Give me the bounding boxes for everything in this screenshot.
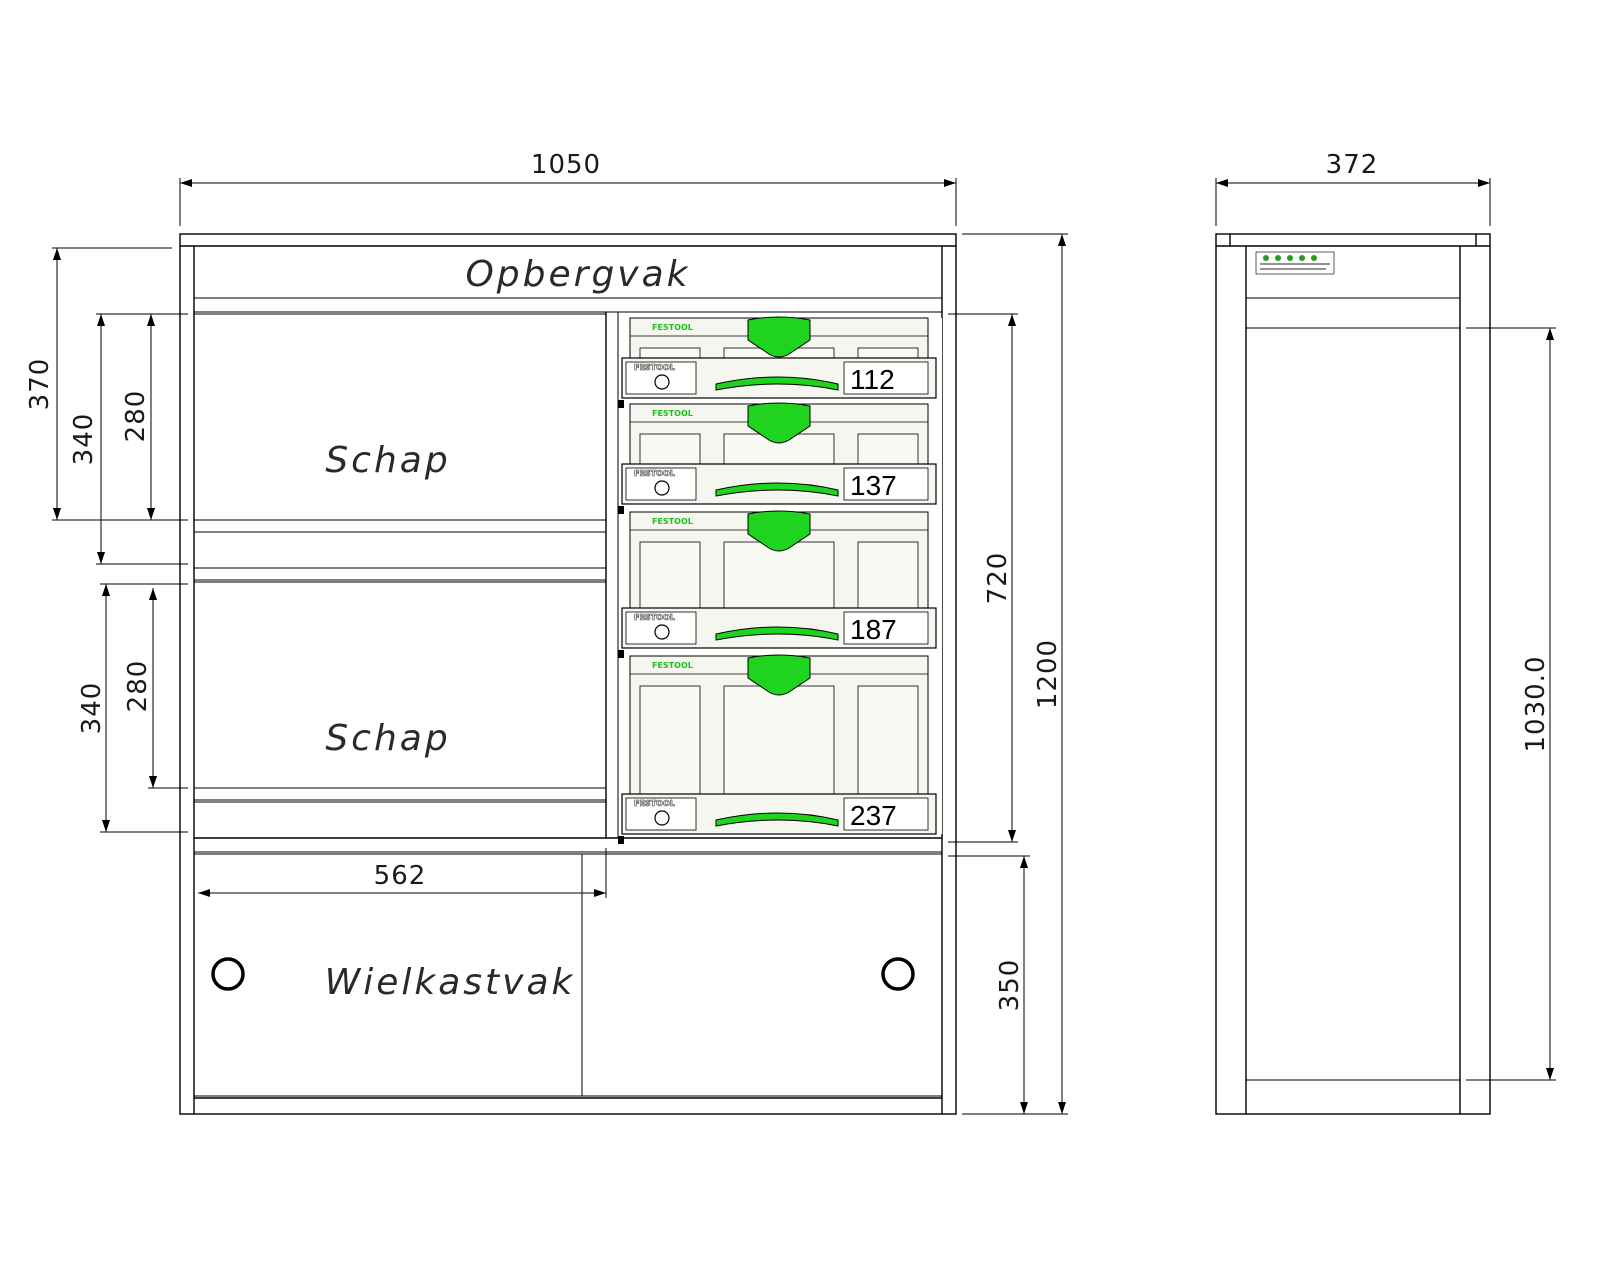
compartment-opbergvak bbox=[193, 245, 943, 299]
systainer-brand-top: FESTOOL bbox=[652, 323, 693, 332]
side-view: 372 1030.0 bbox=[1215, 150, 1556, 1115]
systainer-112: FESTOOL FESTOOL 112 bbox=[618, 316, 937, 408]
wheel-bolt-right bbox=[881, 957, 915, 991]
shelf-upper-board bbox=[193, 531, 607, 569]
front-view: Opbergvak Schap Schap Wielkastvak FESTOO… bbox=[179, 233, 957, 1115]
compartment-wielkastvak-right bbox=[581, 853, 943, 1097]
label-shelf-lower: Schap bbox=[325, 718, 450, 759]
side-outline bbox=[1215, 233, 1491, 1115]
label-wielkastvak: Wielkastvak bbox=[325, 962, 576, 1003]
systainer-size-label: 237 bbox=[850, 800, 897, 831]
systainer-brand-front: FESTOOL bbox=[634, 799, 675, 808]
front-dimensions: 1050 1200 720 350 370 340 280 340 bbox=[25, 150, 1068, 1115]
dim-inner-width: 562 bbox=[374, 861, 427, 891]
systainer-187: FESTOOL FESTOOL 187 bbox=[618, 510, 937, 658]
dim-depth: 372 bbox=[1326, 150, 1379, 180]
systainer-front-handle-icon bbox=[715, 482, 839, 497]
systainer-brand-top: FESTOOL bbox=[652, 661, 693, 670]
dim-wheel: 350 bbox=[995, 959, 1025, 1012]
systainer-handle-icon bbox=[747, 510, 811, 552]
side-top-compartment bbox=[1245, 245, 1461, 299]
dim-height: 1200 bbox=[1033, 639, 1063, 709]
shelf-upper bbox=[193, 313, 607, 521]
systainer-brand-top: FESTOOL bbox=[652, 517, 693, 526]
cabinet-outline bbox=[179, 233, 957, 1115]
shelf-lower-board bbox=[193, 801, 607, 839]
systainer-handle-icon bbox=[747, 654, 811, 696]
systainer-front-handle-icon bbox=[715, 376, 839, 391]
dim-left-340-lower: 340 bbox=[77, 682, 107, 735]
dim-left-280-lower: 280 bbox=[123, 660, 153, 713]
systainer-brand-top: FESTOOL bbox=[652, 409, 693, 418]
systainer-lock-icon bbox=[654, 624, 670, 640]
systainer-size-label: 112 bbox=[850, 364, 895, 395]
label-opbergvak: Opbergvak bbox=[465, 254, 690, 295]
systainer-brand-front: FESTOOL bbox=[634, 613, 675, 622]
systainer-front-handle-icon bbox=[715, 812, 839, 827]
systainer-lock-icon bbox=[654, 480, 670, 496]
side-inner-panel bbox=[1245, 327, 1461, 1081]
wheel-bolt-left bbox=[211, 957, 245, 991]
dim-left-280-upper: 280 bbox=[121, 390, 151, 443]
systainer-handle-icon bbox=[747, 402, 811, 444]
dim-inner-height: 1030.0 bbox=[1521, 656, 1551, 753]
dim-systainers: 720 bbox=[983, 552, 1013, 605]
systainer-137: FESTOOL FESTOOL 137 bbox=[618, 402, 937, 514]
label-shelf-upper: Schap bbox=[325, 440, 450, 481]
systainer-handle-icon bbox=[747, 316, 811, 358]
systainer-lock-icon bbox=[654, 810, 670, 826]
systainer-brand-front: FESTOOL bbox=[634, 363, 675, 372]
systainer-size-label: 137 bbox=[850, 470, 897, 501]
systainer-237: FESTOOL FESTOOL 237 bbox=[618, 654, 937, 844]
logo-badge-icon bbox=[1255, 251, 1335, 275]
dim-left-370: 370 bbox=[25, 358, 55, 411]
systainer-front-handle-icon bbox=[715, 626, 839, 641]
systainer-lock-icon bbox=[654, 374, 670, 390]
dim-left-340-upper: 340 bbox=[69, 413, 99, 466]
systainer-size-label: 187 bbox=[850, 614, 897, 645]
dim-width: 1050 bbox=[531, 150, 601, 180]
systainer-brand-front: FESTOOL bbox=[634, 469, 675, 478]
